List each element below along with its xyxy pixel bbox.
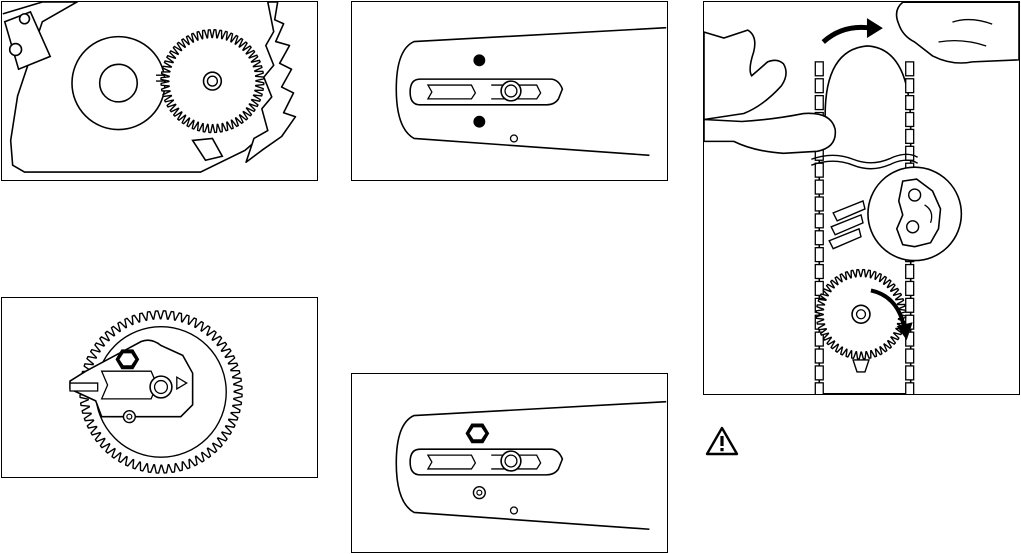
chain-link <box>815 180 823 194</box>
chain-link <box>815 79 823 93</box>
chain-link <box>906 113 914 127</box>
chain-link <box>815 248 823 262</box>
panel-guide-bar-pins <box>351 1 668 181</box>
chain-link <box>815 197 823 211</box>
left-hand <box>704 30 786 119</box>
panel-tensioner-gear <box>1 297 318 478</box>
chain-link <box>906 383 914 394</box>
right-hand <box>897 2 1019 63</box>
chain-link <box>815 366 823 380</box>
chain-link <box>906 265 914 279</box>
chain-tensioning-diagram <box>704 2 1019 394</box>
chain-link <box>906 281 914 295</box>
chain-link <box>815 281 823 295</box>
pin-top <box>473 54 485 66</box>
chain-link <box>815 96 823 110</box>
chain-link <box>815 383 823 394</box>
chain-link <box>815 265 823 279</box>
chain-link <box>906 96 914 110</box>
pin-bottom <box>473 116 485 128</box>
chain-link <box>815 214 823 228</box>
chain-link <box>815 163 823 177</box>
sprocket-housing-diagram <box>2 2 317 180</box>
guide-bar-nut-diagram <box>352 374 667 552</box>
warning-triangle-icon <box>705 426 739 456</box>
chain-link <box>906 298 914 312</box>
panel-chain-tensioning <box>703 1 1020 395</box>
chain-link <box>906 349 914 363</box>
chain-link <box>906 129 914 143</box>
guide-bar-pins-diagram <box>352 2 667 180</box>
panel-guide-bar-nut <box>351 373 668 553</box>
pull-direction-arrow <box>867 18 883 38</box>
chain-link <box>815 349 823 363</box>
chain-link <box>906 146 914 160</box>
panel-sprocket-housing <box>1 1 318 181</box>
tensioner-gear-diagram <box>2 298 317 477</box>
chain-links-left <box>815 62 823 394</box>
chain-link <box>906 366 914 380</box>
chain-link <box>906 62 914 76</box>
chain-link <box>815 231 823 245</box>
chain-link <box>906 79 914 93</box>
chain-link <box>815 62 823 76</box>
